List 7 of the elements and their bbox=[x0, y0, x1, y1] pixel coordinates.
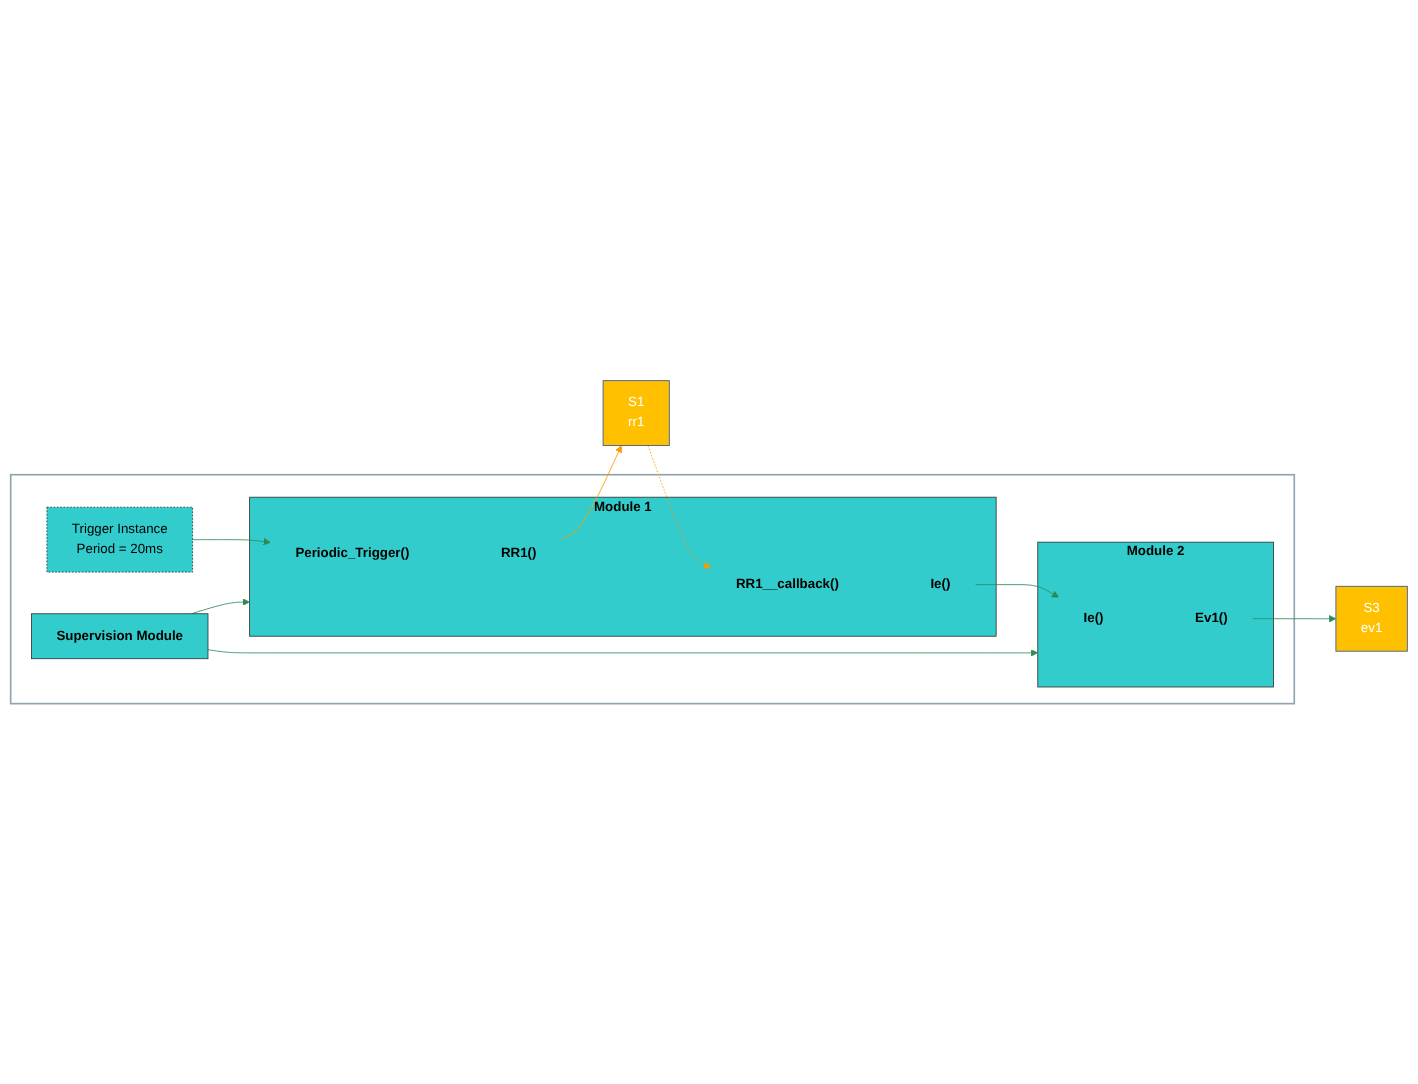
cluster bbox=[9, 473, 1296, 705]
node-box bbox=[31, 613, 209, 659]
node-box bbox=[1335, 585, 1408, 652]
cluster bbox=[1037, 541, 1274, 688]
cluster bbox=[249, 496, 997, 637]
node-box bbox=[46, 506, 193, 573]
node-box bbox=[602, 380, 670, 446]
